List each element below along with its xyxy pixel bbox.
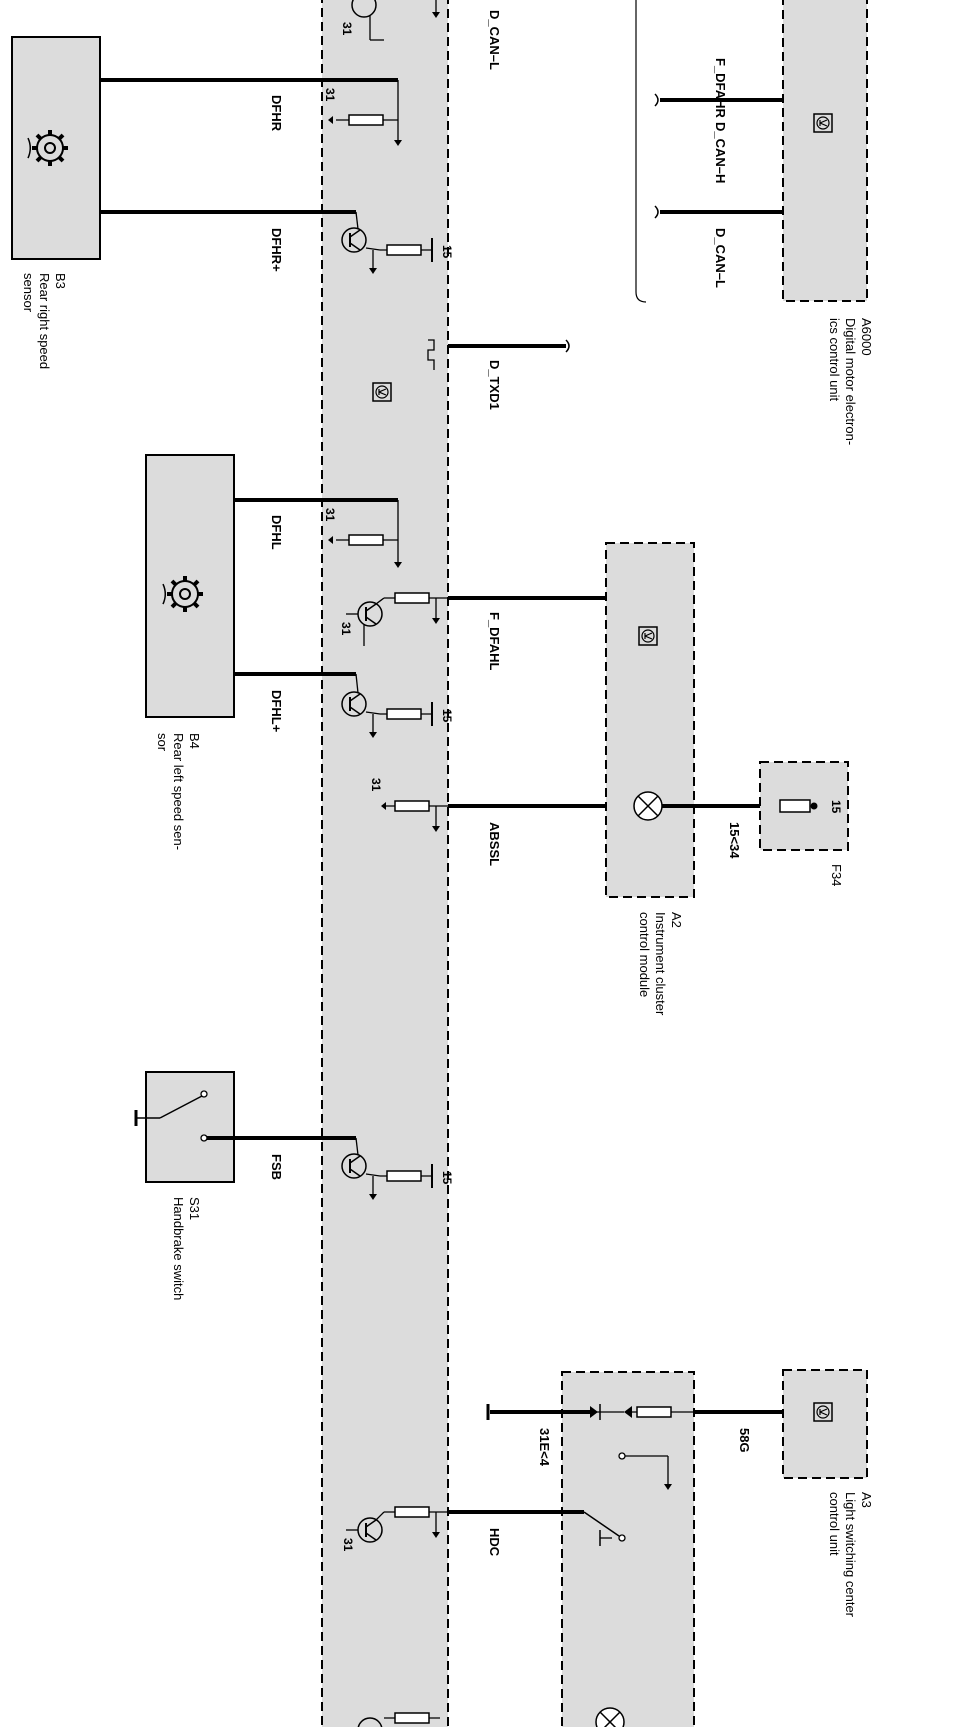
resistor-icon bbox=[636, 1406, 672, 1418]
s31-switch-box bbox=[145, 1071, 235, 1183]
f34-id: F34 bbox=[829, 864, 844, 886]
b4-desc-1: Rear left speed sen- bbox=[171, 733, 186, 850]
resistor-icon bbox=[348, 114, 384, 126]
resistor-icon bbox=[394, 800, 430, 812]
a2-desc-1: Instrument cluster bbox=[653, 912, 668, 1016]
lamp-icon bbox=[633, 791, 663, 821]
pin-31-hdc: 31 bbox=[341, 1538, 355, 1552]
wire-label-15-34: 15<34 bbox=[727, 822, 742, 859]
switch-icon bbox=[200, 1090, 208, 1098]
switch-icon bbox=[618, 1452, 626, 1460]
wire-label-58g: 58G bbox=[737, 1428, 752, 1453]
wire-label-dfhl: DFHL bbox=[269, 515, 284, 550]
signal-abssl: ABSSL bbox=[487, 822, 502, 866]
signal-hdc: HDC bbox=[487, 1528, 502, 1557]
fuse-icon bbox=[779, 799, 811, 813]
a3-desc-2: control unit bbox=[827, 1492, 842, 1556]
wire-label-dfhr: DFHR bbox=[269, 95, 284, 132]
b4-desc-2: sor bbox=[155, 733, 170, 752]
central-control-module bbox=[321, 0, 449, 1727]
a2-desc-2: control module bbox=[637, 912, 652, 997]
resistor-icon bbox=[386, 244, 422, 256]
b4-sensor-box bbox=[145, 454, 235, 718]
transistor-icon bbox=[357, 1717, 383, 1727]
a6000-desc-1: Digital motor electron- bbox=[843, 318, 858, 445]
lighting-panel-module bbox=[561, 1371, 695, 1727]
resistor-icon bbox=[394, 592, 430, 604]
wire-label-31e-4: 31E<4 bbox=[537, 1428, 552, 1467]
wire-label-f-dfahr: F_DFAHR bbox=[713, 58, 728, 119]
pin-31-f-dfahl: 31 bbox=[339, 622, 353, 636]
transistor-icon bbox=[351, 0, 377, 18]
b3-desc-1: Rear right speed bbox=[37, 273, 52, 369]
f34-pin-15: 15 bbox=[829, 800, 843, 814]
pin-31-abssl: 31 bbox=[369, 778, 383, 792]
b4-id: B4 bbox=[187, 733, 202, 749]
resistor-icon bbox=[386, 708, 422, 720]
a3-desc-1: Light switching center bbox=[843, 1492, 858, 1618]
s31-desc-1: Handbrake switch bbox=[171, 1197, 186, 1300]
wire-label-dfhr-plus: DFHR+ bbox=[269, 228, 284, 272]
b3-sensor-box bbox=[11, 36, 101, 260]
resistor-icon bbox=[348, 534, 384, 546]
wire-label-d-can-l-a6000: D_CAN–L bbox=[713, 228, 728, 288]
a2-id: A2 bbox=[669, 912, 684, 928]
resistor-icon bbox=[386, 1170, 422, 1182]
pin-15-dfhr-plus: 15 bbox=[440, 245, 454, 259]
bus-bracket bbox=[635, 0, 647, 303]
wire-label-fsb: FSB bbox=[269, 1154, 284, 1180]
a3-id: A3 bbox=[859, 1492, 874, 1508]
resistor-icon bbox=[394, 1712, 430, 1724]
s31-id: S31 bbox=[187, 1197, 202, 1220]
pin-15-fsb: 15 bbox=[440, 1171, 454, 1185]
signal-d-can-l: D_CAN–L bbox=[487, 10, 502, 70]
signal-f-dfahl: F_DFAHL bbox=[487, 612, 502, 671]
resistor-icon bbox=[394, 1506, 430, 1518]
signal-pulse-icon bbox=[427, 339, 435, 370]
a2-module bbox=[605, 542, 695, 898]
pin-31-dfhl: 31 bbox=[323, 508, 337, 522]
pin-31-dfhr: 31 bbox=[323, 88, 337, 102]
b3-desc-2: sensor bbox=[21, 273, 36, 313]
a3-module bbox=[782, 1369, 868, 1479]
b3-id: B3 bbox=[53, 273, 68, 289]
wire-label-d-can-h: D_CAN–H bbox=[713, 122, 728, 183]
wire-label-dfhl-plus: DFHL+ bbox=[269, 690, 284, 733]
pin-15-dfhl-plus: 15 bbox=[440, 709, 454, 723]
a6000-id: A6000 bbox=[859, 318, 874, 356]
pin-31-top: 31 bbox=[340, 22, 354, 36]
signal-d-txd1: D_TXD1 bbox=[487, 360, 502, 410]
a6000-module bbox=[782, 0, 868, 302]
a6000-desc-2: ics control unit bbox=[827, 318, 842, 401]
